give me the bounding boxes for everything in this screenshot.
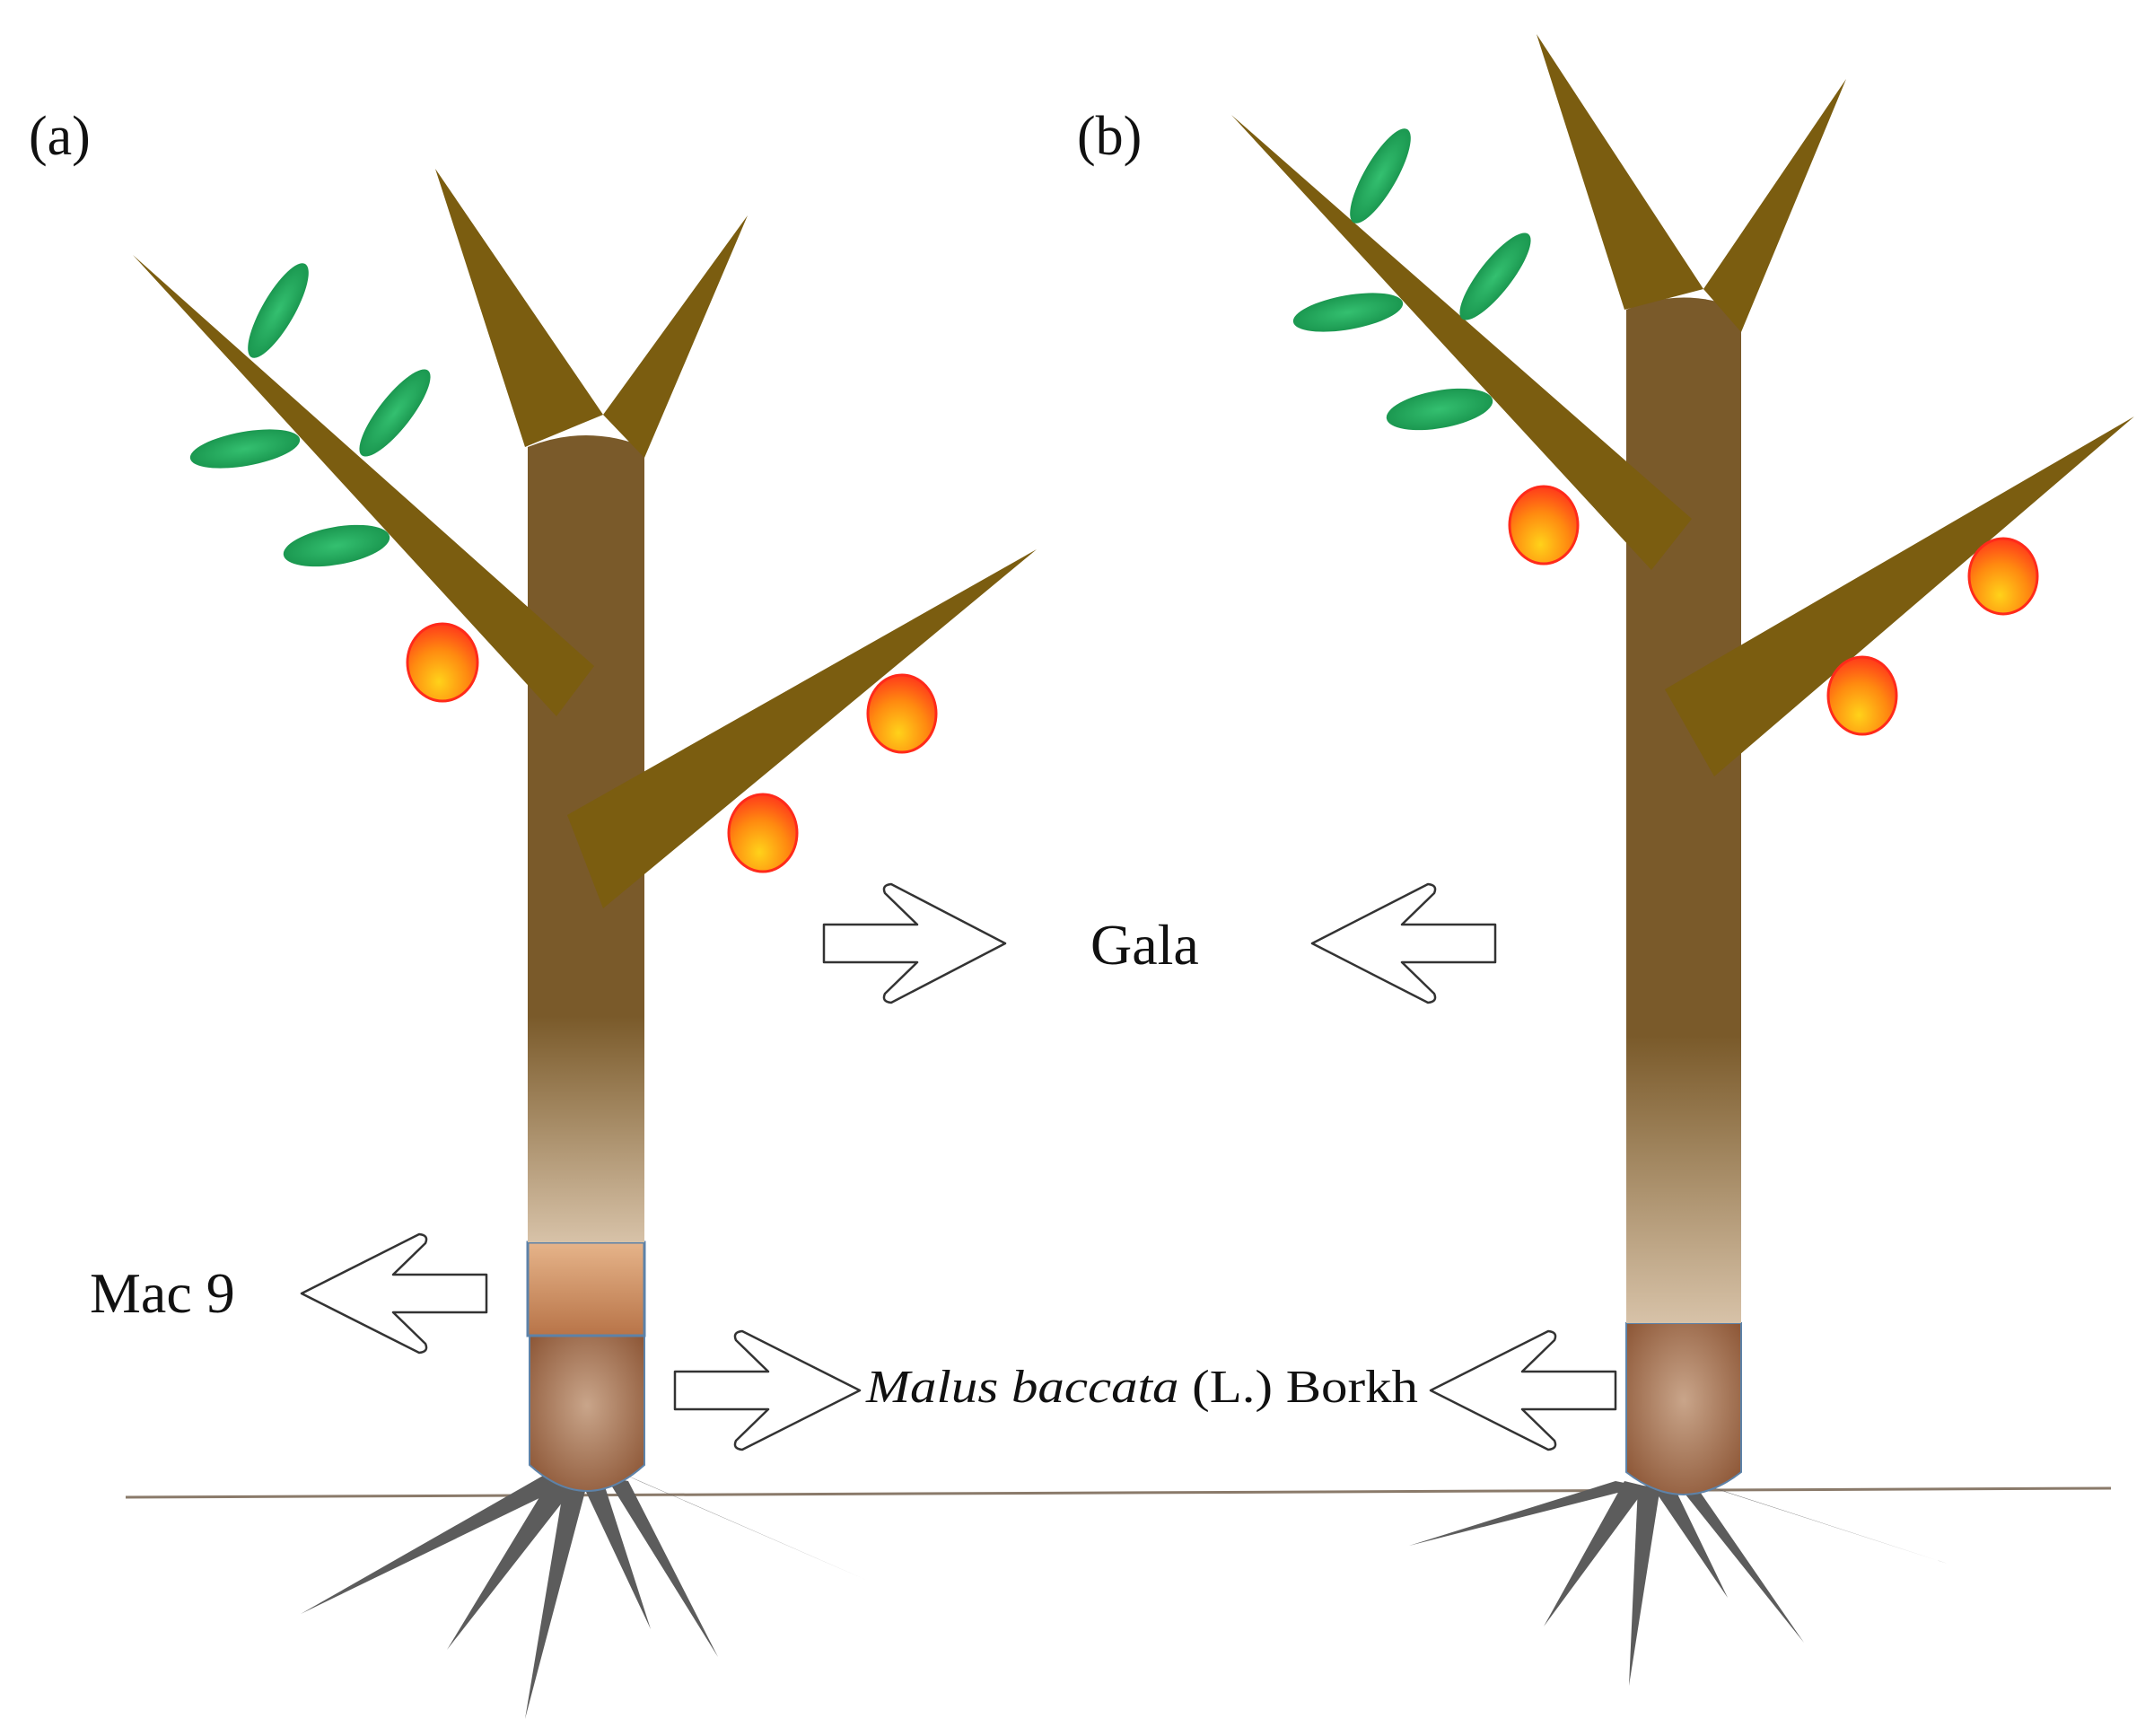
arrow-rootstock-right-icon: [673, 1329, 862, 1451]
arrow-gala-left-icon: [1310, 882, 1497, 1004]
right-branch-a: [567, 549, 1037, 908]
leaf-b-3: [1459, 232, 1531, 320]
leaf-a-4: [283, 524, 390, 567]
leaf-b-2: [1292, 293, 1404, 332]
rootstock-segment-b: [1625, 1322, 1742, 1495]
leaf-a-2: [189, 429, 301, 469]
panel-label-b: (b): [1077, 106, 1142, 167]
leaf-b-1: [1350, 128, 1411, 224]
trunk-b: [1626, 297, 1741, 1323]
scion-label: Gala: [1090, 913, 1199, 977]
top-branch-right-b: [1703, 79, 1846, 332]
ground-line: [125, 1486, 2112, 1499]
top-branch-left-a: [435, 169, 603, 447]
fruit-b-2: [1967, 537, 2039, 616]
rootstock-segment-a: [529, 1335, 645, 1492]
left-branch-b: [1231, 115, 1692, 570]
fruit-b-3: [1826, 655, 1898, 736]
leaf-a-3: [359, 369, 431, 457]
tree-a: [133, 169, 1037, 1719]
fruit-b-1: [1508, 485, 1580, 566]
leaf-a-1: [248, 263, 309, 358]
arrow-rootstock-left-icon: [1429, 1329, 1617, 1451]
fruit-a-2: [866, 673, 938, 754]
interstock-label: Mac 9: [90, 1261, 235, 1325]
left-branch-a: [133, 255, 594, 716]
right-branch-b: [1665, 416, 2134, 776]
rootstock-species: Malus baccata: [865, 1362, 1179, 1413]
roots-b: [1409, 1481, 1948, 1686]
arrow-gala-right-icon: [822, 882, 1007, 1004]
tree-b: [1231, 34, 2134, 1686]
top-branch-left-b: [1537, 34, 1703, 310]
interstock-segment-a: [526, 1241, 646, 1337]
fruit-a-1: [406, 622, 479, 703]
fruit-a-3: [727, 793, 799, 873]
top-branch-right-a: [603, 215, 748, 458]
roots-a: [301, 1472, 866, 1719]
panel-label-a: (a): [29, 106, 91, 167]
rootstock-authority: (L.) Borkh: [1192, 1362, 1418, 1413]
rootstock-label: Malus baccata (L.) Borkh: [865, 1362, 1418, 1413]
leaf-b-4: [1386, 388, 1493, 431]
arrow-mac9-left-icon: [300, 1232, 488, 1355]
